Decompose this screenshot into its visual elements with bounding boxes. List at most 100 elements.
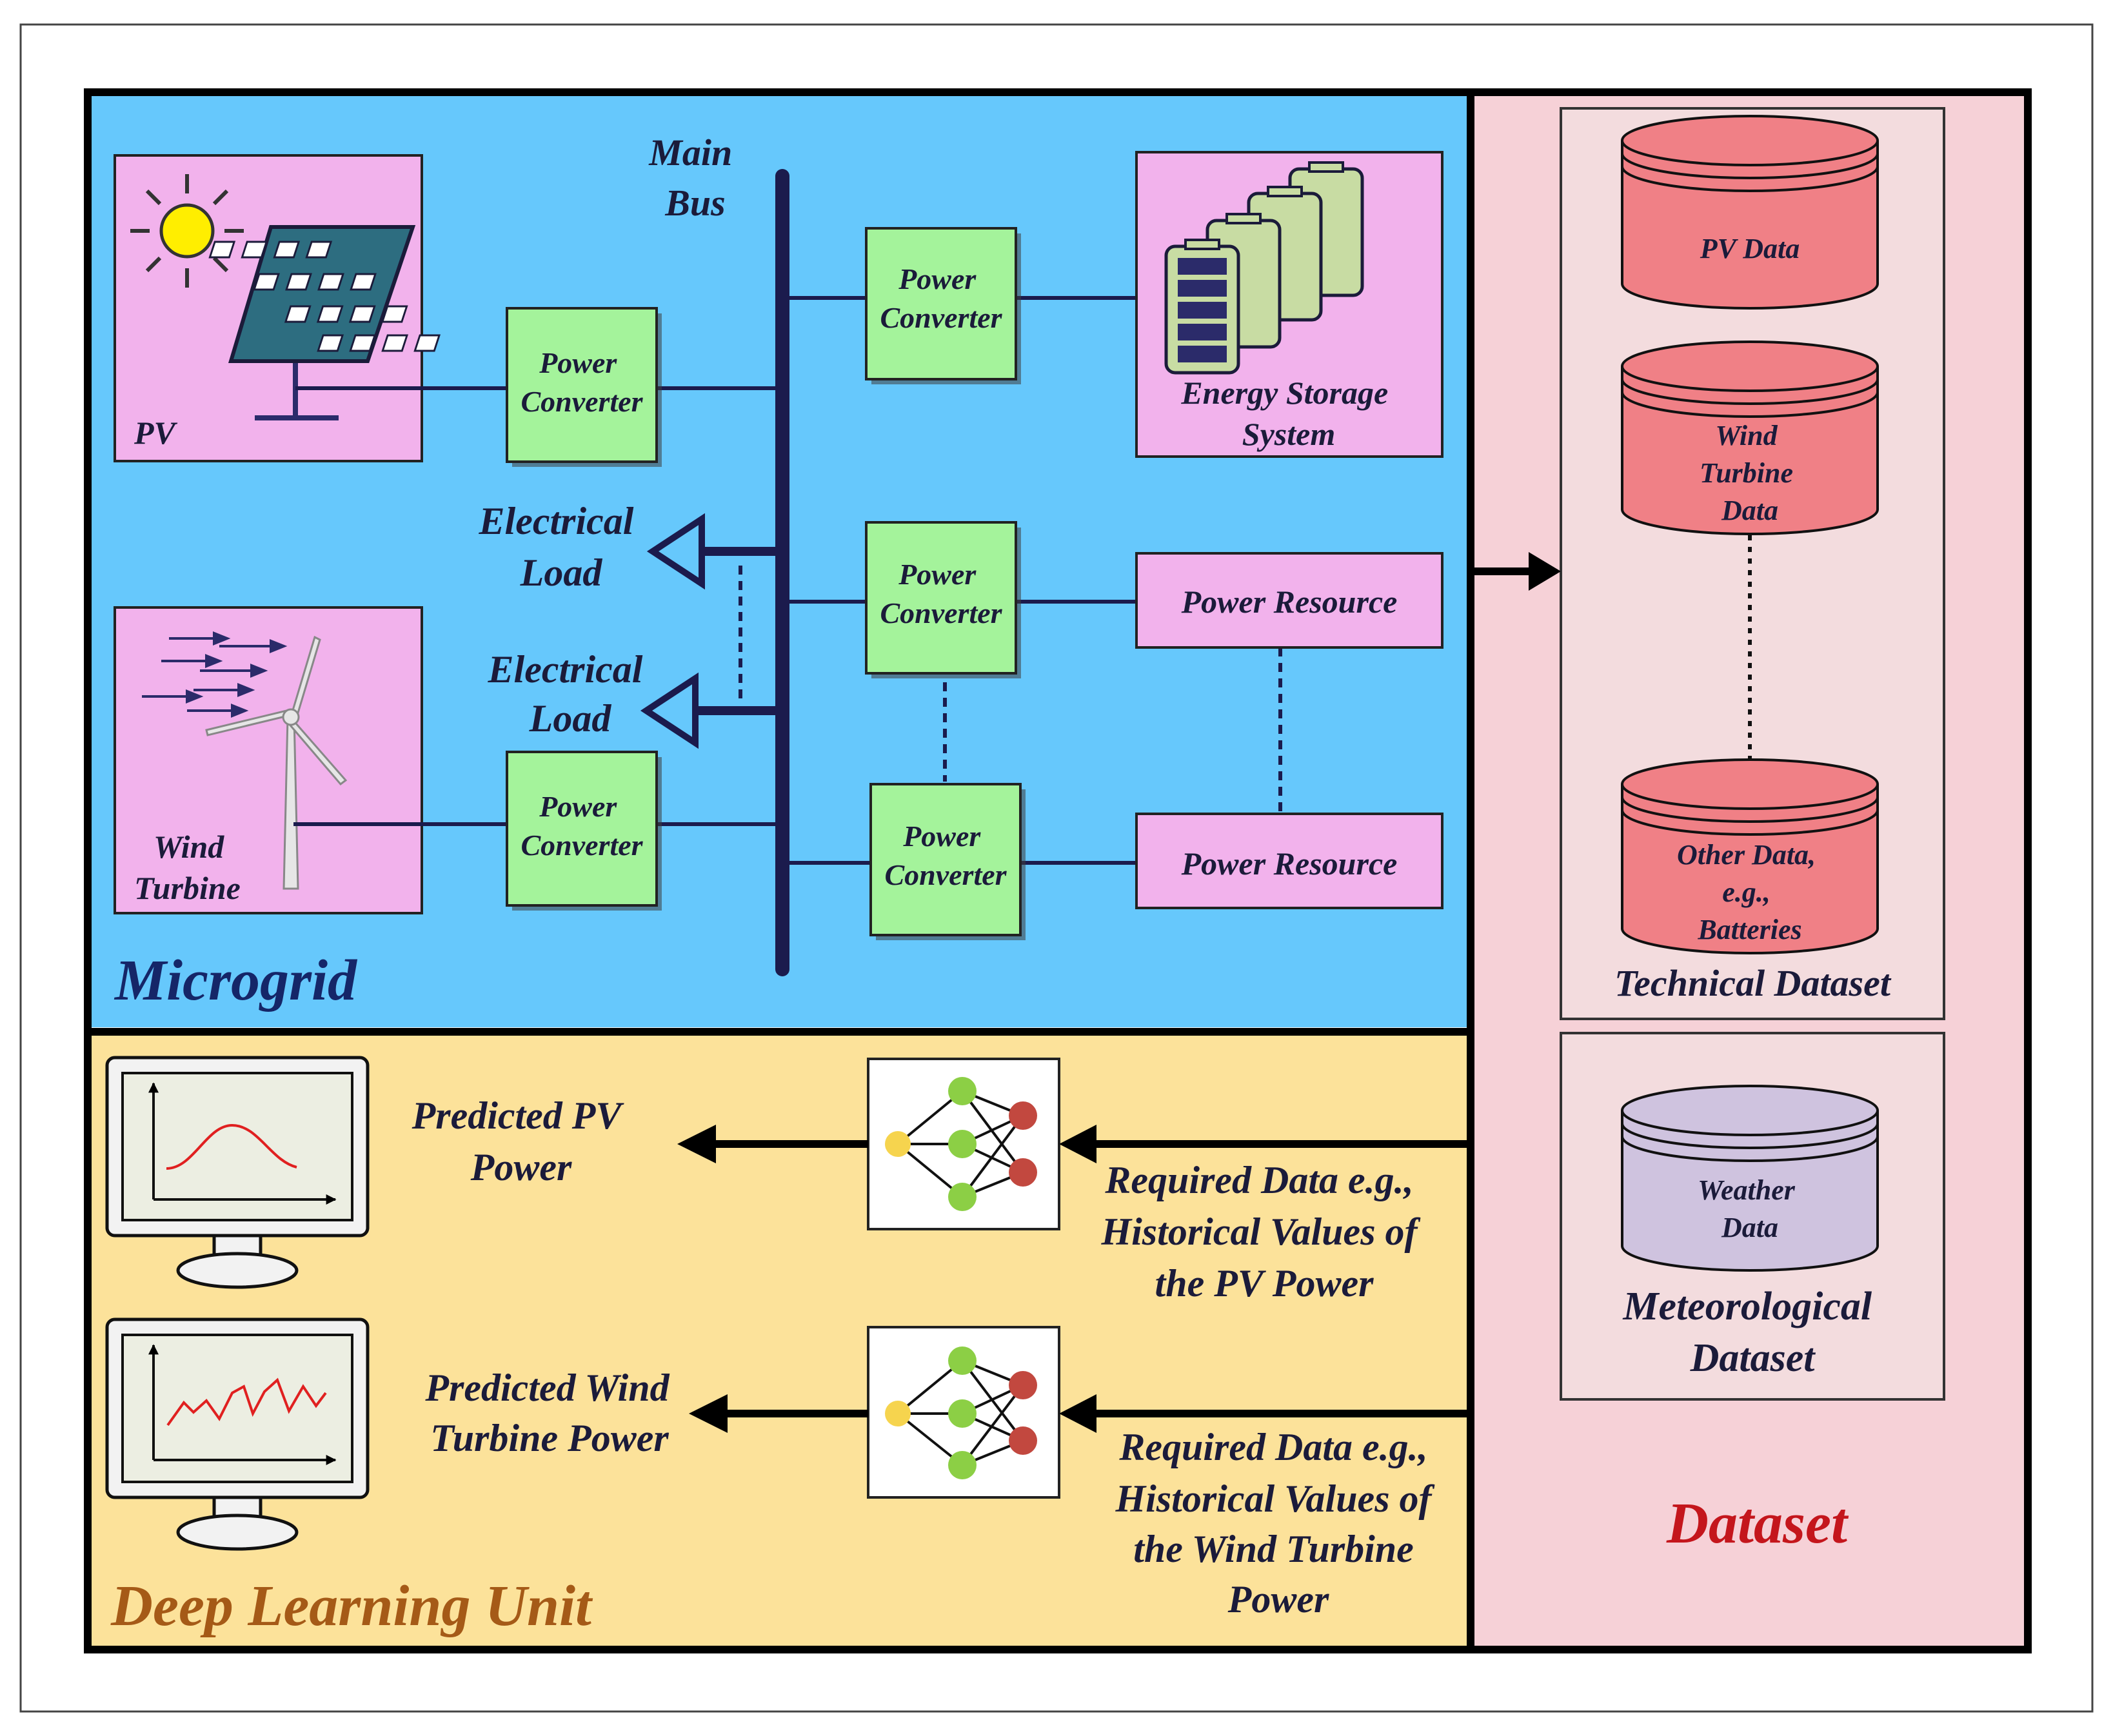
energy-storage-box: Energy Storage System bbox=[1135, 151, 1443, 458]
power-converter-ess: Power Converter bbox=[865, 227, 1021, 384]
other-data-line2: e.g., bbox=[1722, 876, 1771, 908]
pv-box: PV bbox=[114, 154, 441, 462]
pv-forecast-curve bbox=[166, 1123, 297, 1170]
weather-data-line1: Weather bbox=[1698, 1174, 1796, 1206]
load1-label-line1: Electrical bbox=[479, 500, 634, 542]
wind-arrows-icon bbox=[142, 631, 288, 718]
monitor-wind-icon bbox=[105, 1317, 370, 1551]
converter-r1-line2: Converter bbox=[880, 597, 1002, 629]
ess-label-line1: Energy Storage bbox=[1180, 375, 1388, 411]
pv-label: PV bbox=[134, 415, 178, 451]
svg-text:Electrical Load: Electrical Load bbox=[479, 500, 644, 594]
load1-label-line2: Load bbox=[520, 551, 603, 594]
weather-data-line2: Data bbox=[1721, 1212, 1778, 1243]
pv-data-label: PV Data bbox=[1700, 233, 1800, 264]
power-converter-wind: Power Converter bbox=[506, 751, 662, 911]
wind-data-cylinder: Wind Turbine Data bbox=[1621, 340, 1879, 535]
svg-text:Required Data e.g., Hist: Required Data e.g., Historical Values of… bbox=[1100, 1159, 1427, 1305]
required-pv-line2: Historical Values of bbox=[1100, 1210, 1420, 1253]
electrical-load-1: Electrical Load bbox=[479, 500, 782, 594]
pv-data-cylinder: PV Data bbox=[1621, 115, 1879, 310]
svg-text:Electrical Load: Electrical Load bbox=[488, 648, 653, 740]
svg-text:Main Bus: Main Bus bbox=[648, 132, 741, 224]
power-converter-resource-2: Power Converter bbox=[869, 783, 1026, 940]
svg-text:Other Data, e.g.,: Other Data, e.g., Batteries bbox=[1677, 839, 1823, 945]
dataset-panel: PV Data Wind Turbine Data Other Data, e.… bbox=[1471, 92, 2028, 1650]
svg-text:Required Data e.g., Hist: Required Data e.g., Historical Values of… bbox=[1115, 1426, 1441, 1621]
weather-data-cylinder: Weather Data bbox=[1621, 1085, 1879, 1272]
svg-text:Meteorological Dataset: Meteorological Dataset bbox=[1622, 1285, 1881, 1380]
power-converter-resource-1: Power Converter bbox=[865, 521, 1021, 678]
svg-text:Predicted Wind Turbine P: Predicted Wind Turbine Power bbox=[424, 1366, 679, 1459]
predicted-wind-line1: Predicted Wind bbox=[424, 1366, 670, 1409]
main-bus-label-line1: Main bbox=[648, 132, 732, 173]
monitor-pv-icon bbox=[105, 1056, 370, 1289]
outer-frame bbox=[19, 23, 2094, 1713]
main-bus bbox=[775, 169, 789, 976]
svg-text:Power Converter: Power Converter bbox=[521, 346, 643, 418]
wind-data-line1: Wind bbox=[1715, 420, 1778, 451]
wind-data-line3: Data bbox=[1721, 495, 1778, 526]
other-data-line3: Batteries bbox=[1697, 914, 1801, 945]
svg-text:Power Converter: Power Converter bbox=[521, 790, 643, 862]
wind-turbine-box: Wind Turbine bbox=[114, 606, 423, 914]
electrical-load-2: Electrical Load bbox=[488, 648, 782, 749]
svg-text:Power Converter: Power Converter bbox=[880, 558, 1002, 629]
wind-forecast-curve bbox=[166, 1377, 327, 1426]
dataset-title: Dataset bbox=[1666, 1492, 1849, 1555]
deep-learning-panel: Predicted PV Power Predicted Wind Turbin… bbox=[88, 1032, 1471, 1650]
microgrid-panel: PV Wind Turbine bbox=[88, 92, 1471, 1027]
converter-wind-line2: Converter bbox=[521, 829, 643, 862]
wind-label-line2: Turbine bbox=[134, 870, 241, 906]
meteorological-title-line2: Dataset bbox=[1690, 1336, 1816, 1380]
svg-text:Energy Storage System: Energy Storage System bbox=[1180, 375, 1396, 452]
microgrid-to-dataset-arrow bbox=[1471, 552, 1561, 591]
required-wind-line4: Power bbox=[1227, 1578, 1329, 1621]
converter-pv-line2: Converter bbox=[521, 385, 643, 418]
converter-r2-line1: Power bbox=[902, 820, 981, 853]
neural-network-wind-icon bbox=[867, 1326, 1060, 1499]
dl-arrows bbox=[677, 1125, 1471, 1433]
required-wind-line1: Required Data e.g., bbox=[1118, 1426, 1427, 1468]
battery-stack-icon bbox=[1164, 161, 1364, 375]
predicted-pv-line2: Power bbox=[470, 1146, 572, 1189]
svg-text:Power Converter: Power Converter bbox=[884, 820, 1007, 891]
solar-panel-icon bbox=[208, 225, 441, 420]
panel-borders bbox=[84, 88, 2032, 1653]
required-pv-line1: Required Data e.g., bbox=[1104, 1159, 1413, 1201]
converter-wind-line1: Power bbox=[539, 790, 617, 823]
wind-data-line2: Turbine bbox=[1700, 457, 1793, 489]
converter-ess-line2: Converter bbox=[880, 301, 1002, 334]
ess-label-line2: System bbox=[1242, 416, 1335, 452]
required-pv-line3: the PV Power bbox=[1155, 1262, 1374, 1305]
technical-dataset-title: Technical Dataset bbox=[1614, 962, 1892, 1004]
svg-text:Wind Turbine: Wind Turbine bbox=[134, 829, 241, 906]
main-bus-label-line2: Bus bbox=[664, 182, 726, 224]
other-data-line1: Other Data, bbox=[1677, 839, 1816, 871]
converter-ess-line1: Power bbox=[898, 262, 977, 295]
svg-text:Weather Data: Weather Data bbox=[1698, 1174, 1802, 1243]
predicted-wind-line2: Turbine Power bbox=[430, 1417, 669, 1459]
other-data-cylinder: Other Data, e.g., Batteries bbox=[1621, 758, 1879, 954]
sun-icon bbox=[130, 174, 244, 288]
required-wind-line2: Historical Values of bbox=[1115, 1477, 1434, 1520]
microgrid-title: Microgrid bbox=[114, 949, 358, 1012]
wind-label-line1: Wind bbox=[154, 829, 224, 865]
power-resource-1-label: Power Resource bbox=[1181, 584, 1398, 620]
deep-learning-title: Deep Learning Unit bbox=[110, 1574, 593, 1638]
neural-network-pv-icon bbox=[867, 1058, 1060, 1230]
converter-r2-line2: Converter bbox=[884, 858, 1007, 891]
svg-text:Predicted PV Power: Predicted PV Power bbox=[412, 1094, 631, 1189]
power-resource-1: Power Resource bbox=[1135, 552, 1443, 649]
svg-text:Power Converter: Power Converter bbox=[880, 262, 1002, 334]
wind-turbine-icon bbox=[205, 635, 348, 890]
power-resource-2: Power Resource bbox=[1135, 813, 1443, 909]
load2-label-line1: Electrical bbox=[488, 648, 643, 691]
meteorological-title-line1: Meteorological bbox=[1622, 1285, 1872, 1328]
load2-label-line2: Load bbox=[529, 697, 612, 740]
predicted-pv-line1: Predicted PV bbox=[412, 1094, 625, 1137]
converter-r1-line1: Power bbox=[898, 558, 977, 591]
converter-pv-line1: Power bbox=[539, 346, 617, 379]
power-resource-2-label: Power Resource bbox=[1181, 845, 1398, 882]
